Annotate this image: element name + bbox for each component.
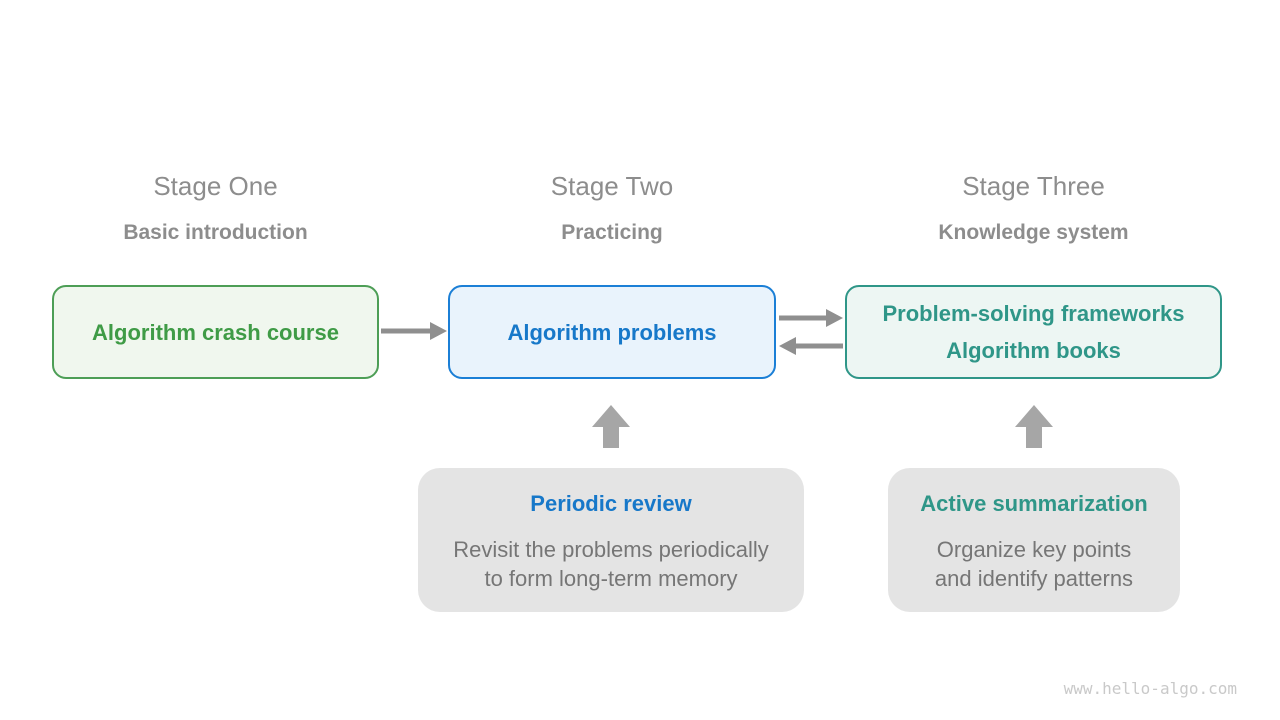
arrow-head-right-icon [826,309,843,327]
stage-two-box-label: Algorithm problems [507,319,717,345]
arrow-stage3-to-stage2 [779,337,843,355]
active-summarization-body: Organize key points and identify pattern… [935,535,1133,593]
stage-one-subtitle: Basic introduction [123,221,308,244]
stage-three-title: Stage Three [962,171,1105,201]
block-arrow-up-active-summarization-icon [1015,405,1053,448]
periodic-review-body: Revisit the problems periodically to for… [453,535,768,593]
stage-three-box: Problem-solving frameworks Algorithm boo… [845,285,1222,379]
arrow-head-left-icon [779,337,796,355]
stage-two-title: Stage Two [550,171,674,201]
stage-three-subtitle: Knowledge system [938,221,1129,244]
watermark-url: www.hello-algo.com [1063,679,1237,698]
stage-one-title: Stage One [153,171,278,201]
periodic-review-title: Periodic review [530,491,692,516]
stage-three-box-label-line1: Problem-solving frameworks [882,301,1185,326]
arrow-head-right-icon [430,322,447,340]
stage-one-box: Algorithm crash course [52,285,379,379]
periodic-review-body-line1: Revisit the problems periodically [453,537,769,562]
stage-two-subtitle: Practicing [561,221,663,244]
stage-two-box: Algorithm problems [448,285,776,379]
periodic-review-body-line2: to form long-term memory [484,566,738,591]
active-summarization-body-line2: and identify patterns [934,566,1134,591]
active-summarization-title: Active summarization [920,491,1148,516]
arrow-stage2-to-stage3 [779,309,843,327]
stage-three-box-label-line2: Algorithm books [946,338,1121,363]
block-arrow-up-periodic-review-icon [592,405,630,448]
active-summarization-body-line1: Organize key points [936,537,1132,562]
arrow-stage1-to-stage2 [381,322,447,340]
stage-one-box-label: Algorithm crash course [92,319,339,345]
active-summarization-note: Active summarization Organize key points… [888,468,1180,612]
periodic-review-note: Periodic review Revisit the problems per… [418,468,804,612]
